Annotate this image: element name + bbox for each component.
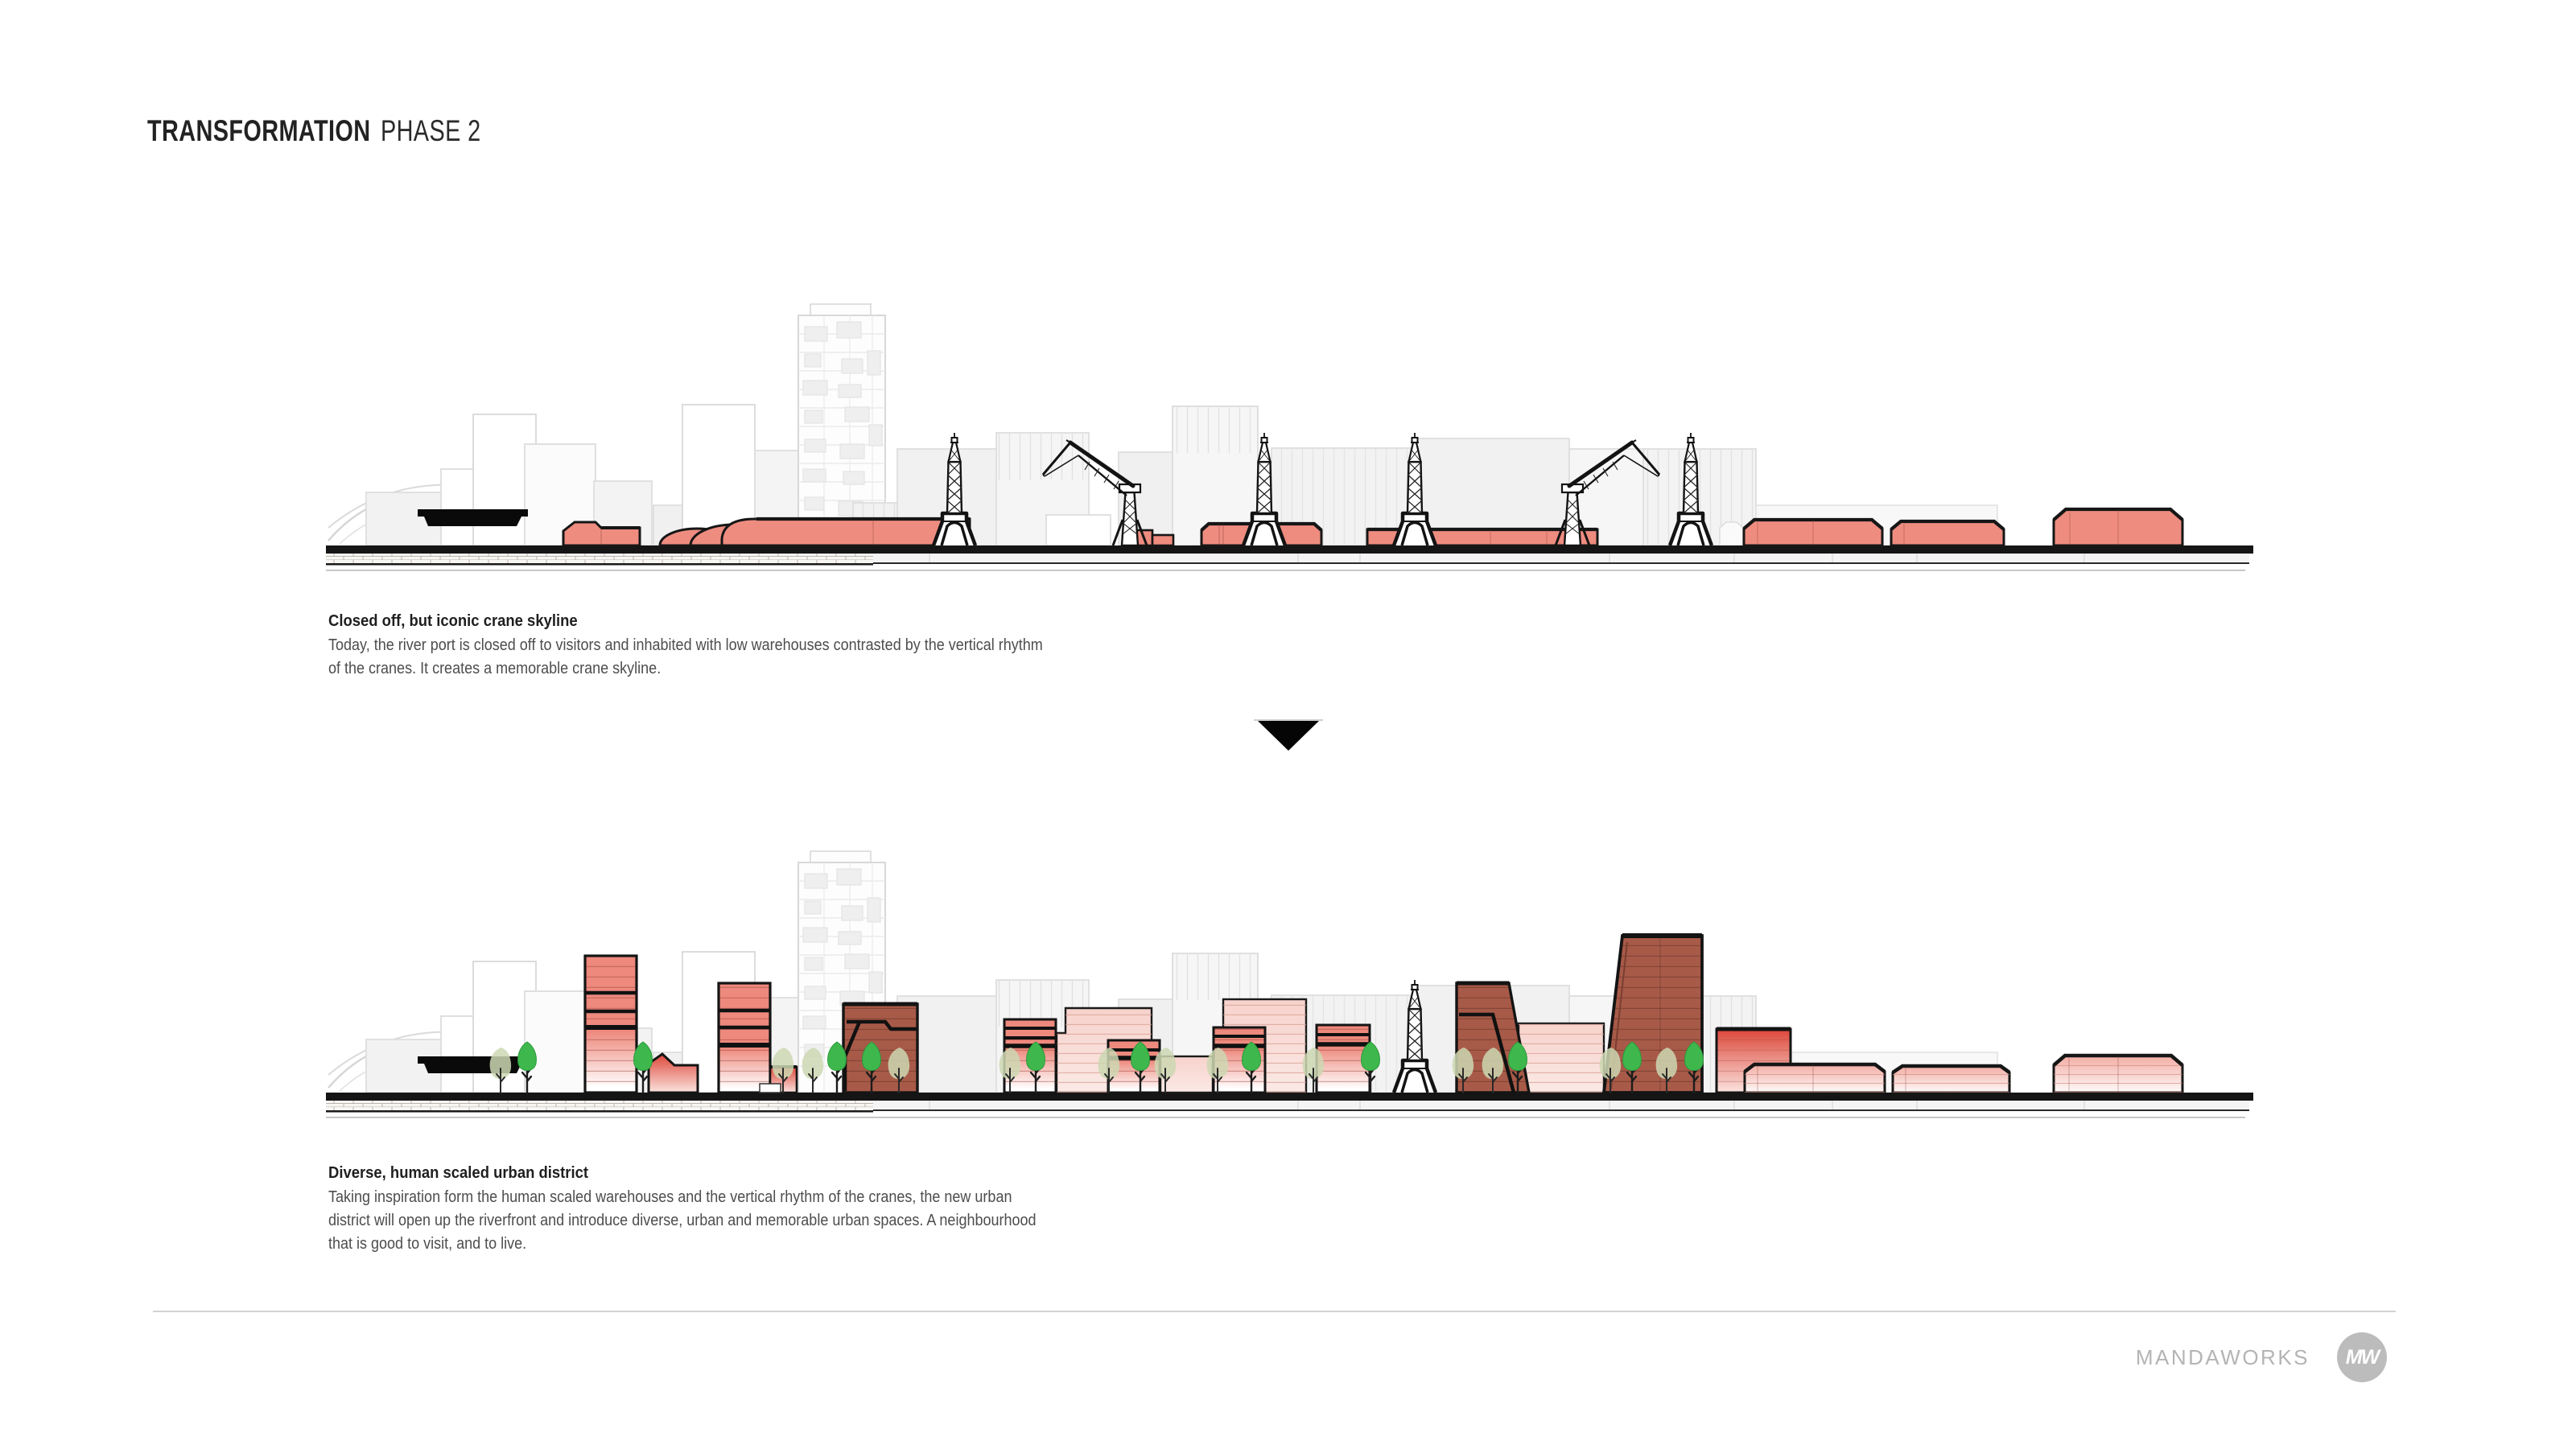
existing-port-elevation xyxy=(325,303,2254,572)
brand-monogram: MW xyxy=(2345,1345,2380,1369)
brick-building-1 xyxy=(842,1002,919,1094)
brand-logo: MW xyxy=(2337,1332,2387,1382)
footer-divider xyxy=(153,1311,2396,1312)
arrow-top-line xyxy=(1254,719,1323,721)
title-phase: PHASE 2 xyxy=(380,114,481,147)
page-title: TRANSFORMATION PHASE 2 xyxy=(147,114,481,148)
tower-1 xyxy=(583,954,638,1094)
new-low-warehouses xyxy=(1743,1053,2184,1094)
caption-proposed: Diverse, human scaled urban district Tak… xyxy=(328,1162,1053,1256)
new-towers xyxy=(583,933,1792,1094)
proposed-district-elevation xyxy=(325,850,2254,1119)
caption-existing: Closed off, but iconic crane skyline Tod… xyxy=(328,610,1053,681)
caption-proposed-body: Taking inspiration form the human scaled… xyxy=(328,1188,1037,1253)
caption-existing-body: Today, the river port is closed off to v… xyxy=(328,636,1043,677)
midrise-h xyxy=(1315,1023,1371,1094)
tower-2 xyxy=(717,982,772,1094)
existing-warehouses xyxy=(562,507,2184,547)
caption-proposed-heading: Diverse, human scaled urban district xyxy=(328,1163,588,1182)
transition-arrow-icon xyxy=(1258,721,1319,751)
brand-name: MANDAWORKS xyxy=(2135,1345,2310,1369)
title-main: TRANSFORMATION xyxy=(147,114,371,147)
caption-existing-heading: Closed off, but iconic crane skyline xyxy=(328,611,578,630)
